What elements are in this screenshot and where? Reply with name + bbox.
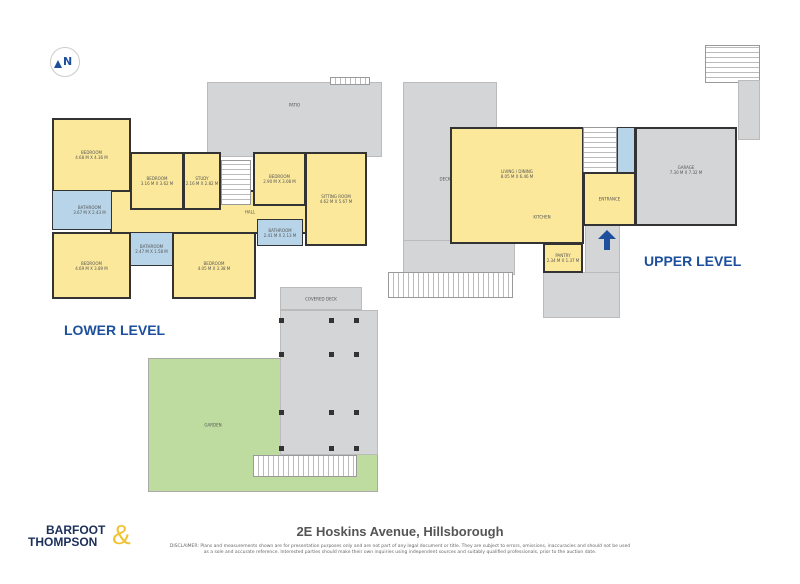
entry-arrow-icon	[598, 230, 616, 250]
covered-deck	[280, 310, 378, 455]
property-address: 2E Hoskins Avenue, Hillsborough	[296, 524, 504, 539]
toilet	[617, 127, 635, 173]
garage-stairs	[705, 45, 760, 83]
front-area	[543, 272, 620, 318]
patio-stairs	[330, 77, 370, 85]
disclaimer: DISCLAIMER: Plans and measurements shown…	[169, 544, 631, 555]
deck-lower	[403, 240, 515, 275]
deck-stairs	[388, 272, 513, 298]
north-compass-icon: N	[50, 47, 80, 77]
patio: PATIO	[207, 82, 382, 157]
garden-stairs	[253, 455, 357, 477]
entry-path	[585, 225, 620, 278]
covered-deck-label-area: COVERED DECK	[280, 287, 362, 310]
logo: BARFOOT THOMPSON &	[28, 519, 131, 550]
lower-level-title: LOWER LEVEL	[64, 322, 166, 338]
upper-landing	[738, 80, 760, 140]
upper-stairs	[583, 127, 617, 173]
compass-label: N	[63, 55, 73, 68]
kitchen-label: KITCHEN	[533, 214, 551, 220]
entrance: ENTRANCE	[583, 172, 636, 226]
lower-stairs	[221, 160, 251, 205]
upper-level-title: UPPER LEVEL	[644, 253, 742, 269]
